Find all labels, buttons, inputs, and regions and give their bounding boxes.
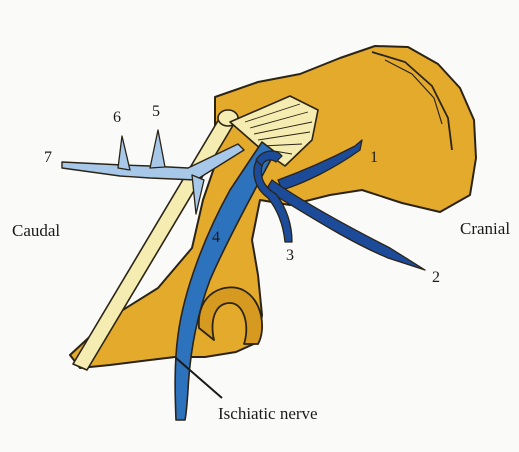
ischiatic-nerve-label: Ischiatic nerve xyxy=(218,405,318,422)
label-6: 6 xyxy=(113,110,121,126)
label-1: 1 xyxy=(370,150,378,166)
label-3: 3 xyxy=(286,248,294,264)
label-2: 2 xyxy=(432,270,440,286)
label-5: 5 xyxy=(152,104,160,120)
nerve-branch-6 xyxy=(118,136,130,170)
nerve-branch-5 xyxy=(150,130,165,168)
bone-shape xyxy=(70,46,476,368)
cranial-label: Cranial xyxy=(460,220,510,237)
label-7: 7 xyxy=(44,150,52,166)
caudal-label: Caudal xyxy=(12,222,60,239)
label-4: 4 xyxy=(212,230,220,246)
